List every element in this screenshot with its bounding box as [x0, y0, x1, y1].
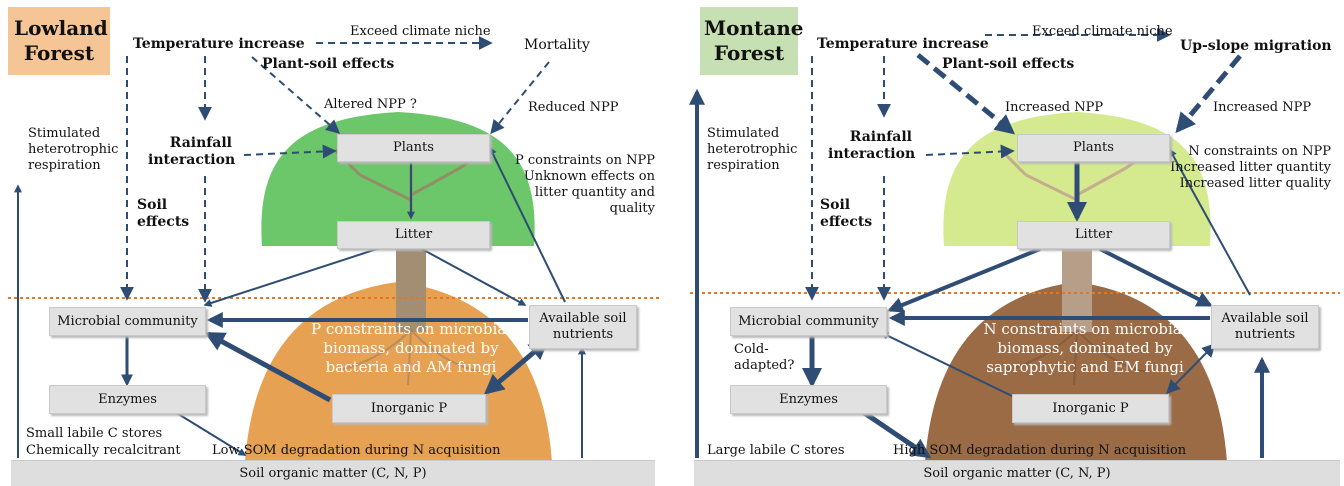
montane-plants-box: Plants: [1017, 134, 1170, 162]
lowland-exceed-label: Exceed climate niche: [350, 24, 491, 39]
montane-temperature-label: Temperature increase: [817, 36, 989, 52]
lowland-title: Lowland Forest: [8, 7, 110, 75]
montane-enzymes-box: Enzymes: [730, 385, 887, 414]
montane-labile-label: Large labile C stores: [707, 443, 845, 458]
lowland-soil-effects-label: Soil effects: [137, 197, 190, 230]
lowland-som-bar: Soil organic matter (C, N, P): [11, 460, 655, 486]
lowland-stimulated-label: Stimulated heterotrophic respiration: [28, 126, 119, 173]
montane-solid-arrows: [689, 88, 1270, 459]
lowland-labile-line1: Small labile C stores: [26, 426, 163, 441]
montane-cold-adapted-label: Cold-adapted?: [734, 342, 795, 373]
lowland-constraints-label: P constraints on NPP Unknown effects on …: [515, 153, 655, 216]
lowland-nutrients-box: Available soil nutrients: [529, 305, 637, 349]
montane-nutrients-box: Available soil nutrients: [1211, 305, 1319, 349]
lowland-roots: [339, 329, 481, 386]
montane-rainfall-label: Rainfall interaction: [828, 129, 916, 162]
lowland-labile-line2: Chemically recalcitrant: [26, 443, 181, 458]
lowland-reduced-npp-label: Reduced NPP: [528, 100, 619, 115]
montane-upslope-label: Up-slope migration: [1180, 38, 1332, 54]
lowland-litter-box: Litter: [337, 221, 490, 249]
montane-degradation-label: High SOM degradation during N acquisitio…: [893, 443, 1187, 458]
montane-microbial-box: Microbial community: [730, 307, 887, 336]
lowland-microbial-box: Microbial community: [49, 307, 206, 336]
lowland-dashed-arrows: [120, 36, 550, 303]
montane-dashed-arrows: [805, 28, 1171, 301]
montane-increased-npp-right: Increased NPP: [1213, 100, 1312, 115]
lowland-altered-npp-label: Altered NPP ?: [324, 97, 417, 112]
montane-soil-effects-label: Soil effects: [820, 197, 873, 230]
lowland-enzymes-box: Enzymes: [49, 385, 206, 414]
lowland-mortality-label: Mortality: [524, 37, 590, 53]
lowland-double-arrow: [483, 339, 550, 395]
lowland-soil-text: P constraints on microbial biomass, domi…: [311, 320, 511, 376]
montane-constraints-label: N constraints on NPP Increased litter qu…: [1170, 144, 1331, 191]
montane-increased-npp-left: Increased NPP: [1005, 100, 1104, 115]
lowland-plants-box: Plants: [337, 134, 490, 162]
lowland-temperature-label: Temperature increase: [133, 36, 305, 52]
montane-litter-box: Litter: [1017, 221, 1170, 249]
montane-exceed-label: Exceed climate niche: [1032, 24, 1173, 39]
lowland-solid-arrows: [14, 146, 586, 458]
montane-double-arrow: [1166, 342, 1216, 395]
montane-roots: [1005, 329, 1147, 386]
montane-title: Montane Forest: [700, 7, 803, 75]
lowland-rainfall-label: Rainfall interaction: [148, 135, 236, 168]
montane-som-bar: Soil organic matter (C, N, P): [694, 460, 1340, 486]
lowland-inorganic-box: Inorganic P: [332, 394, 486, 423]
lowland-degradation-label: Low SOM degradation during N acquisition: [212, 443, 501, 458]
montane-soil-text: N constraints on microbial biomass, domi…: [983, 320, 1187, 376]
montane-inorganic-box: Inorganic P: [1012, 394, 1169, 423]
lowland-plant-soil-label: Plant-soil effects: [262, 56, 395, 72]
montane-thick-dashed-arrows: [916, 53, 1242, 135]
montane-stimulated-label: Stimulated heterotrophic respiration: [707, 126, 798, 173]
montane-plant-soil-label: Plant-soil effects: [942, 56, 1075, 72]
